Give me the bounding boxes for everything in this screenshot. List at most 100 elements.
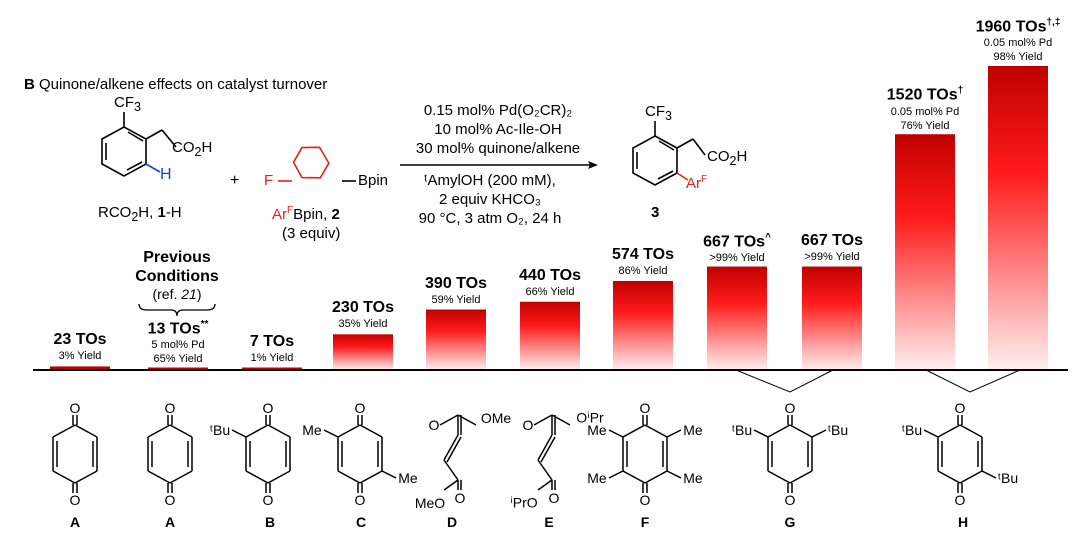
substrate-cf3: CF3 [114, 94, 141, 114]
bond [622, 424, 646, 438]
bar-note: 0.05 mol% Pd [890, 105, 960, 118]
bar-3 [242, 367, 302, 370]
oxygen-label: O [164, 492, 176, 508]
bond [443, 459, 459, 481]
bond [789, 424, 813, 438]
bond [443, 434, 459, 461]
product-cf3: CF3 [645, 103, 672, 123]
bar-note: 66% Yield [525, 285, 575, 298]
oxygen-label: O [954, 492, 966, 508]
structure-letter-C: C [355, 514, 367, 530]
bar-note: 35% Yield [338, 318, 388, 331]
methoxy-label: OMe [480, 410, 512, 426]
bond [337, 470, 361, 484]
bar-value-label: 667 TOs^ [703, 232, 771, 251]
bond [981, 470, 997, 479]
oxygen-label: O [639, 492, 651, 508]
oxygen-label: O [454, 490, 466, 506]
methyl-label: Me [587, 470, 607, 486]
oxygen-label: O [639, 400, 651, 416]
reagent-f: F [264, 172, 274, 189]
bar-label-9: 667 TOs>99% Yield [801, 232, 863, 264]
reagent-equiv: (3 equiv) [282, 225, 341, 242]
bond [644, 424, 668, 438]
bar-value-label: 230 TOs [332, 299, 394, 317]
oxygen-label: O [428, 417, 440, 433]
bar-8 [707, 266, 767, 370]
bar-value-text: 1520 TOs [886, 86, 958, 104]
condition-1: 0.15 mol% Pd(O₂CR)₂ [423, 102, 573, 119]
bar-value-label: 1520 TOs† [887, 85, 963, 104]
bond [537, 434, 553, 461]
oxygen-label: O [354, 492, 366, 508]
bar-footnote-mark: ** [200, 318, 209, 330]
bar-value-label: 574 TOs [612, 246, 674, 264]
bar-note: 3% Yield [58, 350, 102, 363]
oxygen-label: O [548, 490, 560, 506]
bar-note: 65% Yield [153, 352, 203, 365]
bond [767, 424, 791, 438]
bond [245, 470, 269, 484]
substrate-h: H [160, 166, 172, 183]
bar-note: >99% Yield [804, 250, 860, 263]
bar-11 [988, 66, 1048, 370]
bar-note: 5 mol% Pd [151, 338, 205, 351]
oxygen-label: O [954, 400, 966, 416]
bond [644, 470, 668, 484]
bond [52, 470, 76, 484]
previous-ref: (ref. 21) [152, 286, 202, 302]
bar-value-label: 1960 TOs†,‡ [976, 17, 1061, 36]
condition-6: 90 °C, 3 atm O₂, 24 h [418, 210, 562, 227]
bar-value-text: 667 TOs [703, 232, 766, 250]
bar-value-text: 230 TOs [332, 299, 394, 317]
condition-4: ᵗAmylOH (200 mM), [424, 172, 556, 189]
bond [439, 414, 459, 426]
bond [74, 424, 98, 438]
panel-title-text: Quinone/alkene effects on catalyst turno… [39, 76, 328, 93]
tbu-label: ᵗBu [997, 470, 1019, 486]
methyl-label: Me [683, 422, 703, 438]
methyl-label: Me [587, 422, 607, 438]
bond [323, 429, 339, 438]
previous-brace [138, 303, 216, 317]
bond [169, 424, 193, 438]
condition-3: 30 mol% quinone/alkene [415, 140, 581, 157]
bond [337, 424, 361, 438]
structure-letter-H: H [957, 514, 969, 530]
bond [937, 424, 961, 438]
panel-letter: B [24, 76, 35, 93]
structure-letter-E: E [544, 514, 554, 530]
isopropoxy-label: OⁱPr [576, 409, 604, 426]
bar-10 [895, 134, 955, 370]
methyl-label: Me [302, 422, 322, 438]
bar-value-text: 1960 TOs [975, 18, 1047, 36]
oxygen-label: O [164, 400, 176, 416]
methyl-label: Me [398, 470, 418, 486]
oxygen-label: O [784, 492, 796, 508]
bar-note: 59% Yield [431, 293, 481, 306]
bond [666, 470, 682, 479]
previous-conditions-note: Previous Conditions (ref. 21) [135, 248, 219, 302]
bar-note: 1% Yield [250, 351, 294, 364]
bond [767, 470, 791, 484]
previous-line-1: Previous [143, 249, 211, 266]
oxygen-label: O [784, 400, 796, 416]
bar-note: 0.05 mol% Pd [983, 37, 1053, 50]
bond [267, 470, 291, 484]
bond [74, 470, 98, 484]
structure-letter-D: D [446, 514, 458, 530]
bar-note: 86% Yield [618, 264, 668, 277]
bar-note: >99% Yield [709, 251, 765, 264]
product-number: 3 [651, 204, 660, 221]
bond [443, 479, 459, 491]
reagent-label: ArFBpin, 2 [272, 205, 340, 223]
structure-letter-F: F [640, 514, 650, 530]
product-ar: ArF [686, 174, 708, 192]
oxygen-label: O [262, 400, 274, 416]
bond [537, 479, 553, 491]
